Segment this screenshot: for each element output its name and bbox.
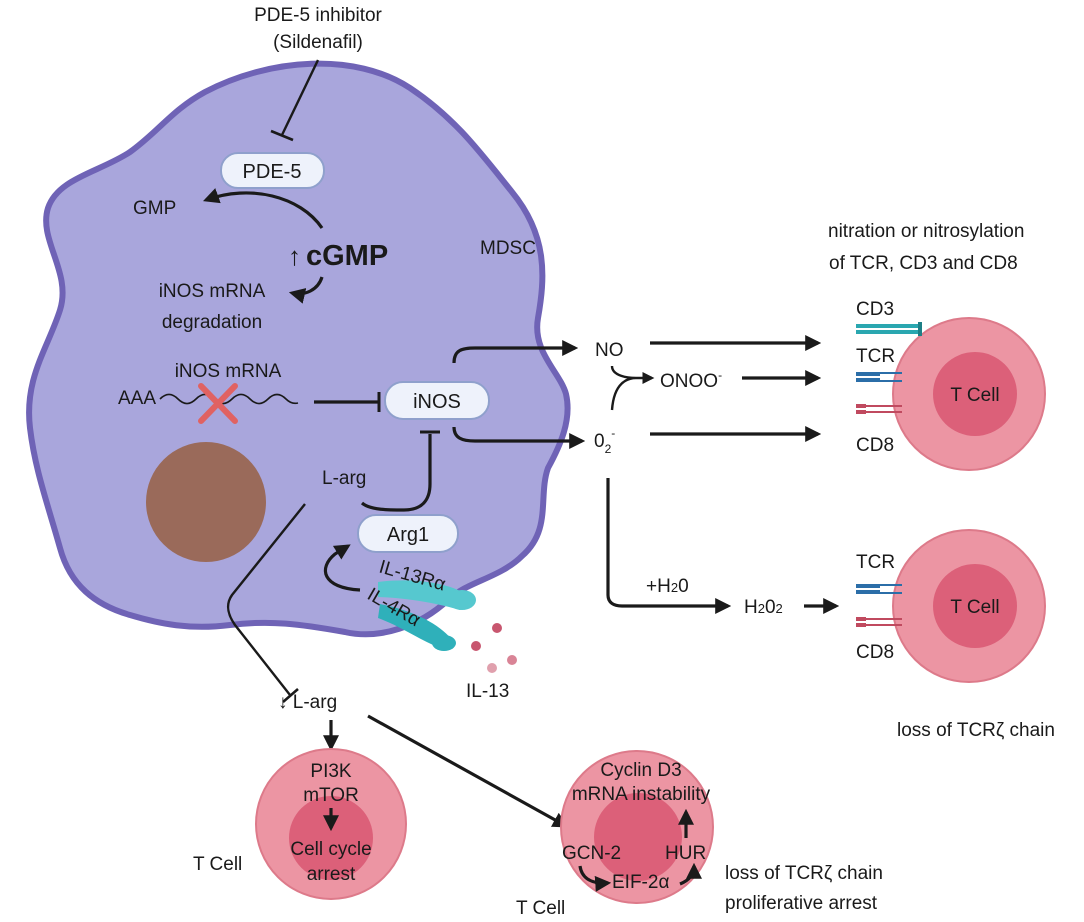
tcell-top-label: T Cell bbox=[950, 385, 999, 406]
il13-dot bbox=[507, 655, 517, 665]
inhibitor-label-line2: (Sildenafil) bbox=[273, 32, 363, 53]
inhibitor-to-pde5-line bbox=[280, 59, 320, 136]
tcr-top-receptor-icon bbox=[856, 372, 902, 382]
larg-label: L-arg bbox=[322, 468, 366, 489]
il13-dot bbox=[471, 641, 481, 651]
il4ra-receptor-head bbox=[432, 635, 456, 651]
inos-label: iNOS bbox=[413, 391, 461, 413]
il13-dot bbox=[487, 663, 497, 673]
il13ra-receptor-head bbox=[448, 590, 476, 610]
cyclin-line1: Cyclin D3 bbox=[600, 760, 681, 781]
gcn2-to-eif2a-arrow bbox=[578, 865, 612, 892]
receptor-to-arg1-arrow bbox=[323, 544, 361, 592]
o2-to-h2o2-arrow bbox=[606, 478, 732, 614]
tcell-bm-inner bbox=[594, 793, 682, 881]
tcell-bl-inner bbox=[289, 796, 373, 880]
loss-tcr-mid-label: loss of TCRζ chain bbox=[897, 720, 1055, 741]
cell-cycle-line2: arrest bbox=[307, 864, 356, 885]
onoo-label: ONOO- bbox=[660, 368, 722, 392]
prolif-arrest-label: proliferative arrest bbox=[725, 893, 878, 914]
no-label: NO bbox=[595, 340, 624, 361]
down-larg-label: ↓ L-arg bbox=[278, 692, 337, 713]
tcell-bl-label: T Cell bbox=[193, 854, 242, 875]
cd8-top-receptor-icon bbox=[856, 404, 902, 414]
cd8-mid-receptor-icon bbox=[856, 617, 902, 627]
pde5-label: PDE-5 bbox=[243, 161, 302, 183]
cgmp-to-degradation-arrow bbox=[288, 276, 324, 304]
larg-to-bm-tcell-arrow bbox=[367, 714, 569, 828]
cell-cycle-line1: Cell cycle bbox=[290, 839, 371, 860]
larg-depletion-tbar bbox=[282, 688, 299, 703]
hur-label: HUR bbox=[665, 843, 706, 864]
inos-to-o2-arrow bbox=[452, 426, 586, 449]
eif2a-to-hur-arrow bbox=[679, 862, 702, 886]
no-o2-merge-arrow bbox=[610, 365, 652, 411]
mrna-cross-icon bbox=[198, 383, 238, 424]
tcell-mid-inner bbox=[933, 564, 1017, 648]
cyclin-line2: mRNA instability bbox=[572, 784, 711, 805]
il13-dot bbox=[492, 623, 502, 633]
mdsc-nucleus bbox=[146, 442, 266, 562]
cgmp-to-gmp-arrow bbox=[202, 188, 324, 229]
cd8-mid-label: CD8 bbox=[856, 642, 894, 663]
cgmp-label: cGMP bbox=[306, 240, 388, 272]
arg1-pill bbox=[357, 514, 459, 553]
o2-label: 02- bbox=[594, 426, 615, 456]
tcell-top-inner bbox=[933, 352, 1017, 436]
aaa-label: AAA bbox=[118, 388, 156, 409]
larg-to-inos-inhibit bbox=[360, 434, 432, 512]
degradation-label-line1: iNOS mRNA bbox=[159, 281, 266, 302]
mdsc-label: MDSC bbox=[480, 238, 536, 259]
degradation-label-line2: degradation bbox=[162, 312, 262, 333]
nitration-line2: of TCR, CD3 and CD8 bbox=[829, 253, 1018, 274]
larg-depletion-inhibit bbox=[226, 503, 306, 696]
tcr-mid-receptor-icon bbox=[856, 584, 902, 594]
il13-label: IL-13 bbox=[466, 681, 509, 702]
inhibitor-label-line1: PDE-5 inhibitor bbox=[254, 5, 382, 26]
tcell-bm-label: T Cell bbox=[516, 898, 565, 919]
cd3-receptor-icon bbox=[856, 322, 922, 336]
il13ra-receptor bbox=[378, 580, 469, 610]
pde5-pill bbox=[220, 152, 325, 189]
tcell-mid-label: T Cell bbox=[950, 597, 999, 618]
tcr-mid-label: TCR bbox=[856, 552, 895, 573]
inos-mrna-label: iNOS mRNA bbox=[175, 361, 282, 382]
cd8-top-label: CD8 bbox=[856, 435, 894, 456]
mtor-label: mTOR bbox=[303, 785, 359, 806]
cd3-top-label: CD3 bbox=[856, 299, 894, 320]
eif2a-label: EIF-2α bbox=[612, 872, 669, 893]
gmp-label: GMP bbox=[133, 198, 176, 219]
arg1-label: Arg1 bbox=[387, 524, 429, 546]
nitration-line1: nitration or nitrosylation bbox=[828, 221, 1024, 242]
inhibitor-tbar bbox=[270, 129, 294, 142]
h2o-label: +H20 bbox=[646, 576, 689, 597]
inos-to-no-arrow bbox=[452, 340, 579, 364]
h2o2-label: H202 bbox=[744, 597, 783, 618]
gcn2-label: GCN-2 bbox=[562, 843, 621, 864]
tcr-top-label: TCR bbox=[856, 346, 895, 367]
inos-pill bbox=[384, 381, 490, 420]
pi3k-label: PI3K bbox=[310, 761, 352, 782]
loss-tcr-bottom-label: loss of TCRζ chain bbox=[725, 863, 883, 884]
mrna-wave bbox=[159, 393, 299, 405]
cgmp-up-arrow: ↑ bbox=[288, 241, 301, 271]
